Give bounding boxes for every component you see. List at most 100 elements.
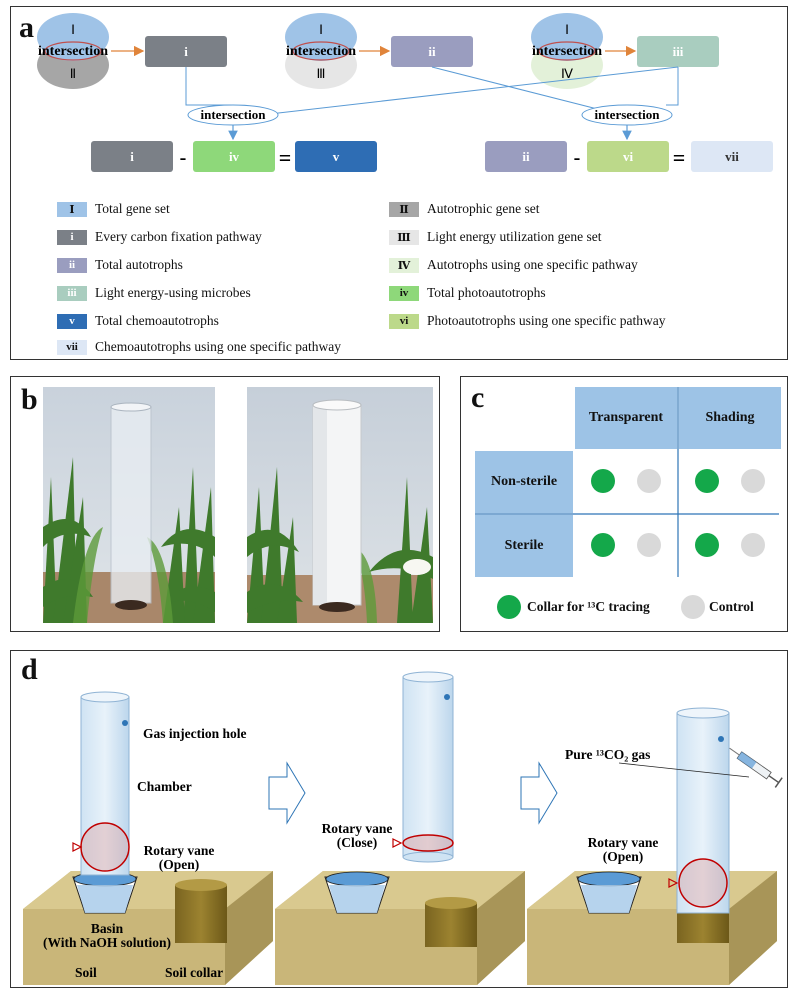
step-3: [527, 707, 783, 985]
panel-d-label: d: [21, 653, 38, 686]
legend-item-vi: vi Photoautotrophs using one specific pa…: [389, 313, 665, 329]
eq-right-c: vii: [725, 149, 739, 164]
marker-control: [637, 469, 661, 493]
legend-text: Every carbon fixation pathway: [95, 229, 262, 244]
result-box-ii: [391, 36, 473, 67]
venn-overlap: [538, 41, 596, 61]
venn-2-bottom: Ⅲ: [317, 66, 326, 81]
intersection-left-label: intersection: [201, 107, 267, 122]
marker-collar-13c: [695, 533, 719, 557]
label-rotary-vane-1: Rotary vane: [144, 843, 215, 858]
legend-swatch: Ⅲ: [389, 229, 419, 245]
legend-item-i: i Every carbon fixation pathway: [57, 229, 262, 245]
photo-shading-chamber: [247, 387, 433, 623]
basin-solution-body: [329, 885, 385, 913]
legend-item-I: Ⅰ Total gene set: [57, 201, 170, 217]
step-2: [275, 671, 525, 985]
label-rotary-vane-3: Rotary vane: [588, 835, 659, 850]
legend-item-ii: ii Total autotrophs: [57, 257, 183, 273]
soil-side: [729, 871, 777, 985]
eq-left-equals: =: [279, 145, 292, 170]
rotary-vane-open: [678, 858, 728, 908]
venn-overlap: [292, 41, 350, 61]
soil-collar-top: [425, 897, 477, 909]
legend-text: Autotrophs using one specific pathway: [427, 257, 638, 272]
marker-control: [741, 469, 765, 493]
soil-collar-top: [175, 879, 227, 891]
legend-swatch: iv: [389, 285, 419, 301]
label-soil: Soil: [75, 965, 97, 980]
connector-iii-left: [260, 66, 679, 116]
panel-c-grid: [475, 387, 779, 577]
legend-text: Light energy utilization gene set: [427, 229, 602, 244]
venn-3-bottom: Ⅳ: [561, 66, 573, 81]
label-chamber: Chamber: [137, 779, 192, 794]
chamber-tube: [676, 712, 730, 914]
legend-text: Autotrophic gene set: [427, 201, 540, 216]
step-1: [23, 691, 273, 985]
label-rotary-vane-3-state: (Open): [603, 849, 644, 864]
label-basin-solution: (With NaOH solution): [43, 935, 171, 950]
legend-item-iv: iv Total photoautotrophs: [389, 285, 546, 301]
legend-text: Total autotrophs: [95, 257, 183, 272]
label-gas-injection-hole: Gas injection hole: [143, 726, 247, 741]
legend-item-vii: vii Chemoautotrophs using one specific p…: [57, 339, 341, 355]
venn-2-top: Ⅰ: [319, 22, 323, 37]
vane-pointer: [392, 838, 403, 848]
row-header-non-sterile: Non-sterile: [475, 451, 573, 513]
col-header-shading: Shading: [679, 387, 781, 449]
eq-left-box-v: [295, 141, 377, 172]
label-rotary-vane-2: Rotary vane: [322, 821, 393, 836]
panel-b: b: [10, 376, 440, 632]
legend-item-III: Ⅲ Light energy utilization gene set: [389, 229, 601, 245]
legend-swatch: vi: [389, 313, 419, 329]
eq-left-box-iv: [193, 141, 275, 172]
eq-left-minus: -: [180, 147, 187, 169]
eq-right-box-vii: [691, 141, 773, 172]
venn-overlap: [44, 41, 102, 61]
legend-swatch: ii: [57, 257, 87, 273]
legend-swatch: v: [57, 313, 87, 329]
panel-a-label: a: [19, 11, 34, 44]
syringe-leader-line: [618, 762, 750, 778]
panel-a-diagram: Ⅰ intersection Ⅱ i Ⅰ intersection Ⅲ ii Ⅰ…: [37, 13, 773, 172]
chamber-top: [80, 691, 130, 703]
soil-side: [477, 871, 525, 985]
basin-solution: [577, 871, 641, 887]
equation-left: i - iv = v: [91, 141, 377, 172]
rotary-vane-closed: [402, 834, 454, 852]
eq-right-box-vi: [587, 141, 669, 172]
eq-left-c: v: [333, 149, 340, 164]
gas-injection-hole-dot: [444, 694, 450, 700]
legend-text: Chemoautotrophs using one specific pathw…: [95, 339, 341, 354]
vane-pointer: [668, 878, 679, 888]
equation-right: ii - vi = vii: [485, 141, 773, 172]
marker-collar-13c: [695, 469, 719, 493]
venn-group-3: Ⅰ intersection Ⅳ iii: [531, 13, 719, 89]
legend-swatch: iii: [57, 285, 87, 301]
basin-solution-body: [77, 885, 133, 913]
panel-a: a Ⅰ intersection Ⅱ i Ⅰ: [10, 6, 788, 360]
label-soil-collar: Soil collar: [165, 965, 223, 980]
soil-collar-shape: [425, 903, 477, 947]
venn-1-bottom: Ⅱ: [70, 66, 76, 81]
photo-transparent-chamber-svg: [43, 387, 215, 623]
legend-marker-collar: [497, 595, 521, 619]
legend-swatch: Ⅰ: [57, 201, 87, 217]
eq-left-b: iv: [229, 149, 240, 164]
chamber-bottom: [402, 851, 454, 863]
panel-c: c Transparent Shading Non-sterile Steril…: [460, 376, 788, 632]
result-ii-label: ii: [428, 44, 436, 59]
legend-swatch: Ⅳ: [389, 257, 419, 273]
connector-iii-right: [666, 67, 679, 106]
legend-item-v: v Total chemoautotrophs: [57, 313, 219, 329]
result-iii-label: iii: [673, 44, 684, 59]
eq-right-b: vi: [623, 149, 634, 164]
legend-item-IV: Ⅳ Autotrophs using one specific pathway: [389, 257, 638, 273]
venn-ellipse-total: [531, 13, 603, 61]
eq-right-minus: -: [574, 147, 581, 169]
panel-b-label: b: [21, 383, 38, 416]
col-header-transparent: Transparent: [575, 387, 677, 449]
panel-c-label: c: [471, 381, 485, 414]
venn-1-top: Ⅰ: [71, 22, 75, 37]
